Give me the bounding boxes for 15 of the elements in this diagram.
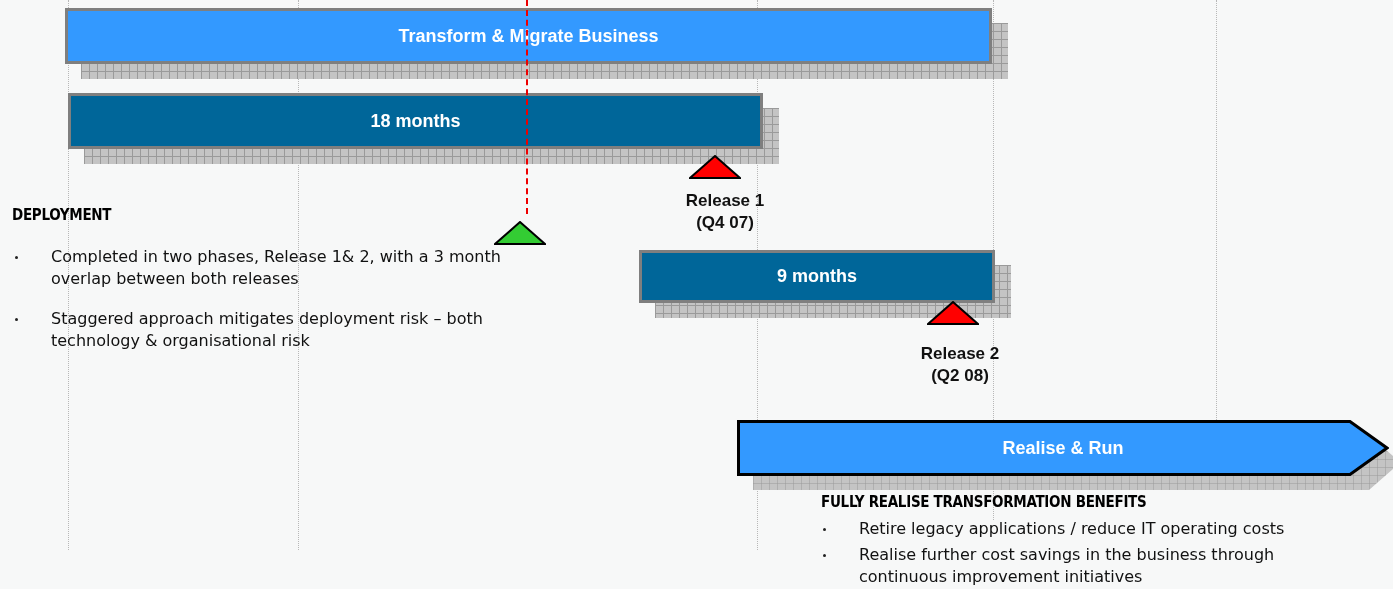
bullet-text: Realise further cost savings in the business through continuous improvement initiatives xyxy=(859,544,1276,588)
phase-bar xyxy=(65,8,992,64)
phase-label: Transform & Migrate Business xyxy=(398,25,659,47)
phase-bar xyxy=(68,93,763,149)
phase-label: 9 months xyxy=(777,266,857,287)
section-heading: DEPLOYMENT xyxy=(12,206,112,224)
phase-label: Realise & Run xyxy=(1002,437,1124,459)
milestone-label: Release 1 (Q4 07) xyxy=(684,190,766,234)
phase-label: 18 months xyxy=(370,110,461,132)
bullet-text: Retire legacy applications / reduce IT operating costs xyxy=(859,518,1286,540)
phase-bar xyxy=(639,250,995,303)
bullet-text: Staggered approach mitigates deployment risk – both technology & organisational risk xyxy=(51,308,484,352)
bullet-text: Completed in two phases, Release 1& 2, with a 3 month overlap between both releases xyxy=(51,246,502,290)
milestone-label: Release 2 (Q2 08) xyxy=(919,343,1001,387)
section-heading: FULLY REALISE TRANSFORMATION BENEFITS xyxy=(821,493,1147,511)
